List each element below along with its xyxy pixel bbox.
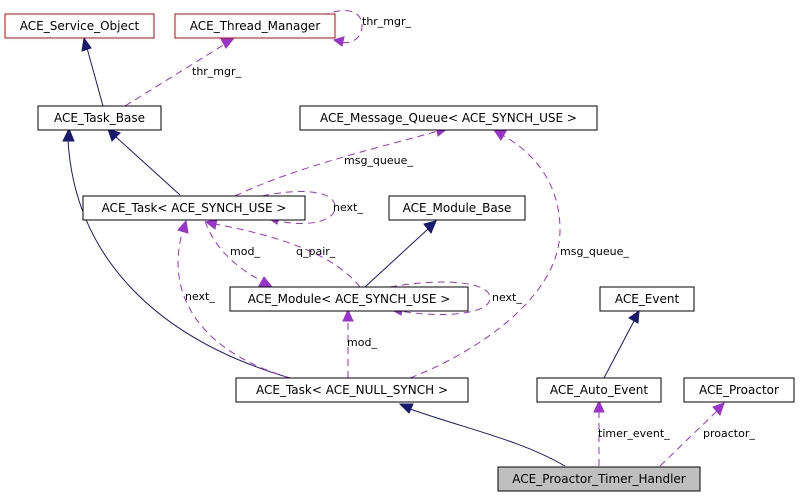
edge-task-null-to-task-synch [177,229,291,379]
edge-task-synch-to-message-queue [234,130,439,197]
arrowhead [107,128,121,142]
edge-label-next-task: next_ [333,201,363,214]
edge-module-synch-to-task-synch [214,223,361,288]
edge-thread-manager-self [321,10,363,44]
arrowhead [628,309,640,324]
node-ace-message-queue-synch-use[interactable]: ACE_Message_Queue< ACE_SYNCH_USE > [299,105,598,131]
edge-task-null-to-message-queue [409,134,561,379]
edge-label-timer-event: timer_event_ [598,427,670,440]
edge-label-q-pair: q_pair_ [296,245,336,258]
node-label: ACE_Thread_Manager [190,19,321,33]
node-ace-thread-manager[interactable]: ACE_Thread_Manager [174,13,336,39]
arrowhead [220,37,236,49]
node-label: ACE_Auto_Event [550,383,648,397]
edge-label-msg-queue-task: msg_queue_ [344,154,413,167]
node-ace-event[interactable]: ACE_Event [599,286,695,312]
arrowhead [81,36,92,52]
arrowhead [593,399,605,413]
node-ace-task-synch-use[interactable]: ACE_Task< ACE_SYNCH_USE > [82,195,306,221]
edge-task-null-to-task-base [67,139,291,379]
edge-timer-handler-to-proactor [659,410,718,467]
edge-task-synch-to-task-base [115,136,181,196]
edge-task-synch-self [261,191,336,225]
node-ace-task-base[interactable]: ACE_Task_Base [37,105,162,131]
edge-task-base-to-service-object [86,47,104,107]
arrowhead [62,127,75,142]
edge-label-next-null: next_ [185,290,215,303]
arrowhead [258,276,274,288]
arrowhead [177,219,189,234]
node-label: ACE_Event [615,292,680,306]
node-label: ACE_Message_Queue< ACE_SYNCH_USE > [320,111,577,125]
arrowhead [712,402,725,416]
node-ace-service-object[interactable]: ACE_Service_Object [4,13,155,39]
node-label: ACE_Proactor_Timer_Handler [512,472,686,486]
node-label: ACE_Task< ACE_SYNCH_USE > [102,201,287,215]
node-label: ACE_Module_Base [403,201,512,215]
arrowhead [332,36,345,47]
edge-label-thr-mgr-self: thr_mgr_ [362,15,412,28]
node-label: ACE_Service_Object [20,19,140,33]
node-ace-module-base[interactable]: ACE_Module_Base [388,195,526,221]
edge-auto-event-to-event [603,320,635,379]
node-label: ACE_Task< ACE_NULL_SYNCH > [256,383,448,397]
edge-task-base-to-thread-manager [124,43,226,107]
node-ace-proactor-timer-handler[interactable]: ACE_Proactor_Timer_Handler [497,466,701,492]
node-label: ACE_Proactor [699,383,779,397]
edge-module-synch-to-module-base [364,228,429,288]
edge-task-synch-to-module-synch [204,220,263,282]
arrowhead [423,220,437,234]
node-label: ACE_Module< ACE_SYNCH_USE > [248,292,451,306]
edge-label-msg-queue-null: msg_queue_ [560,245,629,258]
arrowhead [398,403,414,414]
node-ace-auto-event[interactable]: ACE_Auto_Event [536,377,662,403]
edge-label-thr-mgr: thr_mgr_ [192,65,242,78]
edge-label-next-module: next_ [492,291,522,304]
node-ace-proactor[interactable]: ACE_Proactor [683,377,795,403]
arrowhead [492,129,507,141]
node-ace-module-synch-use[interactable]: ACE_Module< ACE_SYNCH_USE > [229,286,469,312]
edge-label-proactor: proactor_ [703,427,755,440]
node-label: ACE_Task_Base [54,111,145,125]
edge-label-mod-null: mod_ [347,336,377,349]
arrowhead [342,308,354,322]
node-ace-task-null-synch[interactable]: ACE_Task< ACE_NULL_SYNCH > [235,377,469,403]
edge-label-mod: mod_ [230,245,260,258]
edge-timer-handler-to-task-null [409,408,566,467]
